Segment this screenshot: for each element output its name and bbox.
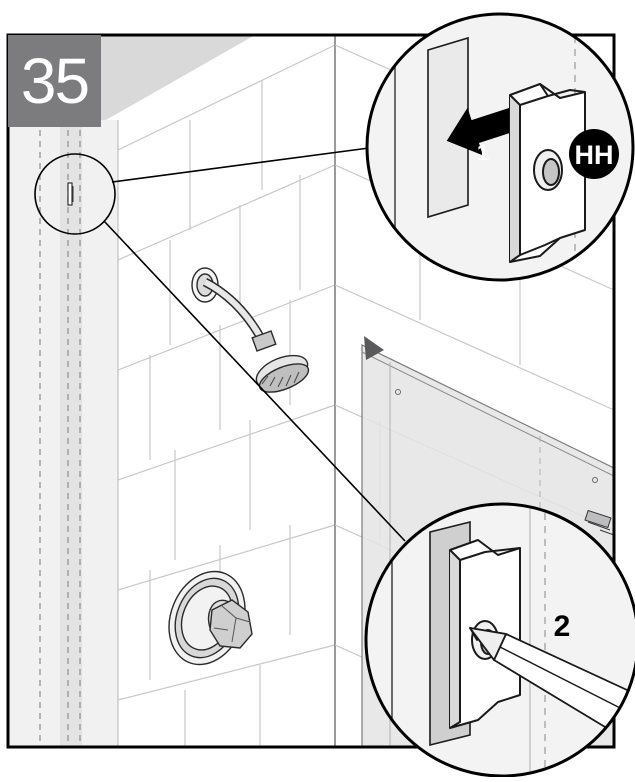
leader-line-top — [112, 148, 369, 182]
step-number: 35 — [21, 49, 88, 113]
leader-line-bottom — [104, 221, 405, 541]
step-number-badge: 35 — [8, 35, 101, 127]
shower-valve-handle-icon — [156, 560, 259, 676]
pencil-step-label: 2 — [554, 610, 571, 643]
left-trim — [60, 125, 82, 765]
wall-bracket-small — [68, 183, 72, 205]
part-label-text: HH — [575, 140, 614, 170]
arrow-label-1: 1 — [477, 140, 489, 165]
